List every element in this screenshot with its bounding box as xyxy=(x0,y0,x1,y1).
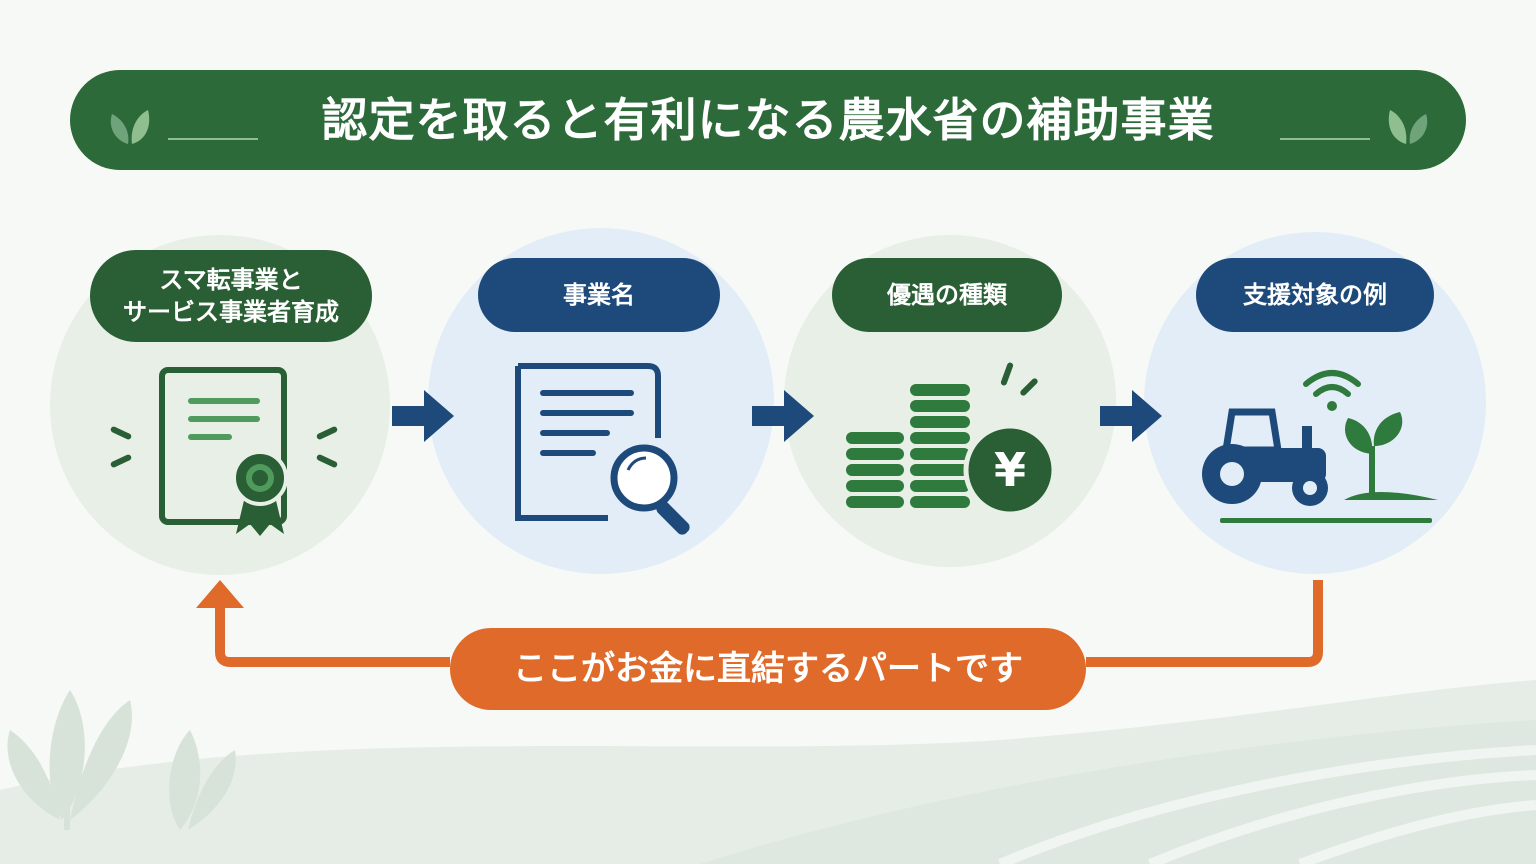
step-1-label: スマ転事業と サービス事業者育成 xyxy=(90,250,372,342)
title-banner: 認定を取ると有利になる農水省の補助事業 xyxy=(70,70,1466,170)
tractor-seedling-icon xyxy=(1202,370,1438,523)
sprout-right-icon xyxy=(1388,110,1428,144)
step-3-label: 優遇の種類 xyxy=(832,258,1062,332)
page-title: 認定を取ると有利になる農水省の補助事業 xyxy=(321,93,1215,147)
money-callout: ここがお金に直結するパートです xyxy=(450,628,1086,710)
arrow-right-icon xyxy=(1100,390,1162,442)
svg-text:¥: ¥ xyxy=(994,443,1026,497)
document-search-icon xyxy=(515,363,690,535)
arrow-right-icon xyxy=(752,390,814,442)
sprout-left-icon xyxy=(110,110,150,144)
title-right-divider xyxy=(1280,138,1370,140)
coins-yen-icon: ¥ xyxy=(846,362,1057,517)
title-left-divider xyxy=(168,138,258,140)
certificate-icon xyxy=(110,367,338,536)
arrow-right-icon xyxy=(392,390,454,442)
step-4-label: 支援対象の例 xyxy=(1196,258,1434,332)
step-2-label: 事業名 xyxy=(478,258,720,332)
